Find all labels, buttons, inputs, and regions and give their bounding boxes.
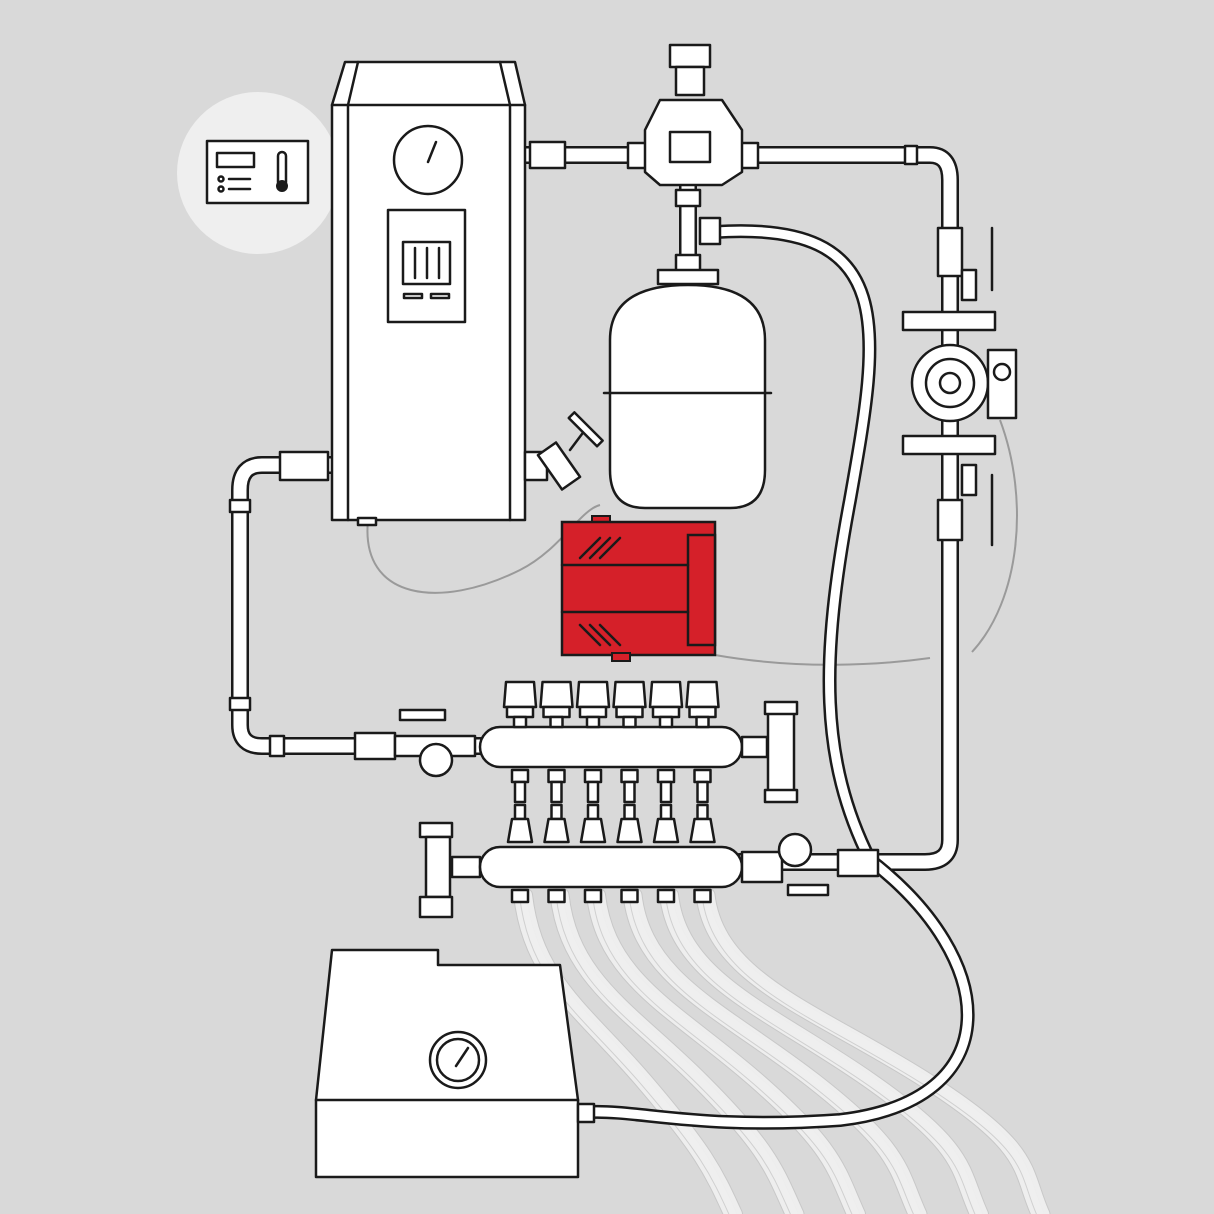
return-outlet [583,888,603,904]
loop-hose [520,889,742,1214]
thermo-actuator [502,680,538,709]
flowmeter-top [696,803,709,821]
actuator-stem [622,715,637,729]
flow-valve [689,817,716,844]
expansion-tank [602,268,773,510]
return-outlet [693,888,712,904]
flow-valve [543,817,570,844]
manifold-loop-valves [502,680,720,904]
ball-valve-handle-icon [398,708,447,722]
loop-hose [556,889,804,1214]
loop-hose [666,889,988,1214]
pressure-test-pump [314,948,596,1179]
control-box [560,515,717,662]
air-separator [626,43,760,275]
supply-manifold [393,700,799,804]
outlet-fitting [620,768,639,784]
return-outlet [547,888,566,904]
outlet-stem [550,780,563,804]
flowmeter-top [513,803,527,821]
outlet-stem [586,780,600,804]
flowmeter-top [659,803,673,821]
actuator-stem [512,715,528,729]
actuator-collar [505,705,535,719]
thermo-actuator [539,680,574,709]
return-outlet [656,888,676,904]
outlet-stem [659,780,673,804]
actuator-stem [549,715,564,729]
circulation-pump [901,226,1018,547]
outlet-fitting [583,768,603,784]
outlet-fitting [510,768,530,784]
outlet-stem [513,780,527,804]
thermostat [177,92,339,254]
actuator-collar [688,705,717,719]
pipe-fittings [228,140,964,878]
loop-hose [593,889,865,1214]
actuator-stem [658,715,674,729]
pressure-gauge-icon [418,742,454,778]
underfloor-loop-hoses [513,888,1051,1214]
flowmeter-top [586,803,600,821]
loop-hose [629,889,927,1214]
outlet-stem [696,780,709,804]
loop-hose [702,889,1050,1214]
outlet-fitting [547,768,566,784]
loop-hose [696,889,1044,1214]
thermo-actuator [612,680,647,709]
flow-valve [652,817,680,844]
return-outlet [510,888,530,904]
flow-valve [579,817,607,844]
flowmeter-top [623,803,636,821]
thermo-actuator [648,680,684,709]
return-outlet [620,888,639,904]
flow-valve [506,817,534,844]
pressure-gauge-icon [777,832,813,868]
flow-valve [616,817,643,844]
outlet-fitting [693,768,712,784]
outlet-stem [623,780,636,804]
flowmeter-top [550,803,563,821]
electric-boiler [330,60,604,527]
thermo-actuator [685,680,720,709]
actuator-collar [615,705,644,719]
outlet-fitting [656,768,676,784]
actuator-collar [651,705,681,719]
actuator-stem [585,715,601,729]
return-manifold [418,821,830,919]
actuator-stem [695,715,710,729]
thermo-actuator [575,680,611,709]
actuator-collar [542,705,571,719]
actuator-collar [578,705,608,719]
